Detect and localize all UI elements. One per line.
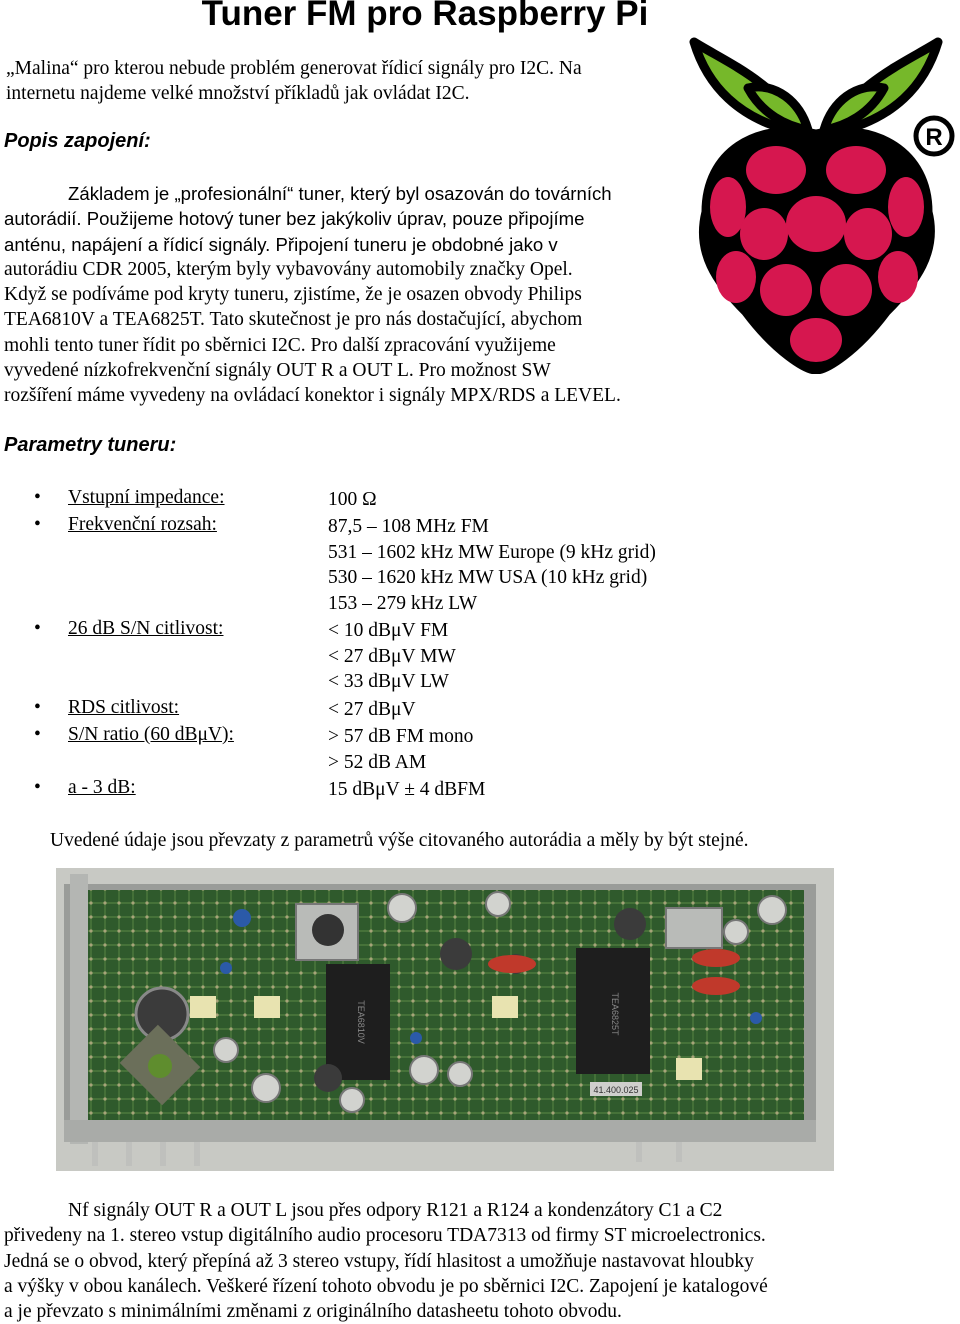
bullet-icon: • [34, 487, 41, 508]
param-value: 87,5 – 108 MHz FM [328, 516, 489, 537]
param-row: • Frekvenční rozsah: 87,5 – 108 MHz FM 5… [0, 514, 960, 614]
param-label: a - 3 dB: [68, 777, 136, 798]
wiring-line: mohli tento tuner řídit po sběrnici I2C.… [4, 334, 556, 356]
wiring-line: vyvedené nízkofrekvenční signály OUT R a… [4, 360, 551, 382]
param-value: > 57 dB FM mono [328, 726, 474, 747]
closing-line: přivedeny na 1. stereo vstup digitálního… [4, 1225, 766, 1247]
svg-text:R: R [925, 124, 942, 151]
bullet-icon: • [34, 618, 41, 639]
intro-paragraph: „Malina“ pro kterou nebude problém gener… [6, 56, 582, 107]
param-row: • Vstupní impedance: 100 Ω [0, 487, 960, 513]
bullet-icon: • [34, 697, 41, 718]
param-value: 531 – 1602 kHz MW Europe (9 kHz grid) [328, 541, 656, 563]
chip2-label: TEA6825T [610, 992, 620, 1036]
param-value: < 27 dBμV [328, 699, 416, 720]
wiring-line: autorádiu CDR 2005, kterým byly vybavová… [4, 258, 573, 280]
closing-line: Nf signály OUT R a OUT L jsou přes odpor… [68, 1200, 723, 1221]
param-value: < 27 dBμV MW [328, 645, 456, 667]
closing-line: a výšky v obou kanálech. Veškeré řízení … [4, 1275, 768, 1297]
chip1-label: TEA6810V [356, 1000, 366, 1044]
param-row: • RDS citlivost: < 27 dBμV [0, 697, 960, 723]
params-note: Uvedené údaje jsou převzaty z parametrů … [50, 830, 749, 851]
tuner-pcb-photo: TEA6810V TEA6825T 41.400.025 [56, 868, 834, 1171]
bullet-icon: • [34, 777, 41, 798]
param-label: 26 dB S/N citlivost: [68, 618, 224, 639]
wiring-paragraph: Základem je „profesionální“ tuner, který… [4, 181, 621, 409]
param-value: 530 – 1620 kHz MW USA (10 kHz grid) [328, 567, 648, 589]
intro-line: „Malina“ pro kterou nebude problém gener… [6, 58, 582, 79]
params-heading: Parametry tuneru: [4, 434, 177, 456]
tuner-pcb-image: TEA6810V TEA6825T 41.400.025 [56, 868, 834, 1171]
param-label: Frekvenční rozsah: [68, 514, 217, 535]
closing-line: a je převzato s minimálními změnami z or… [4, 1301, 622, 1323]
closing-paragraph: Nf signály OUT R a OUT L jsou přes odpor… [4, 1198, 768, 1324]
crystal-label: 41.400.025 [593, 1085, 638, 1095]
param-row: • 26 dB S/N citlivost: < 10 dBμV FM < 27… [0, 618, 960, 692]
param-value: 153 – 279 kHz LW [328, 592, 478, 614]
intro-line: internetu najdeme velké množství příklad… [6, 83, 470, 105]
wiring-line: autorádií. Použijeme hotový tuner bez ja… [4, 208, 585, 230]
bullet-icon: • [34, 724, 41, 745]
param-label: Vstupní impedance: [68, 487, 225, 508]
raspberry-logo-icon: R [689, 37, 955, 375]
wiring-line: anténu, napájení a řídicí signály. Připo… [4, 233, 558, 255]
param-value: > 52 dB AM [328, 751, 427, 773]
wiring-line: Když se podíváme pod kryty tuneru, zjist… [4, 284, 582, 306]
param-value: < 10 dBμV FM [328, 620, 449, 641]
raspberry-pi-logo: R [676, 22, 960, 375]
param-row: • a - 3 dB: 15 dBμV ± 4 dBFM [0, 777, 960, 803]
param-label: RDS citlivost: [68, 697, 180, 718]
param-value: 15 dBμV ± 4 dBFM [328, 779, 486, 800]
closing-line: Jedná se o obvod, který přepíná až 3 ste… [4, 1250, 754, 1272]
wiring-heading: Popis zapojení: [4, 130, 151, 152]
wiring-line: TEA6810V a TEA6825T. Tato skutečnost je … [4, 309, 583, 331]
param-row: • S/N ratio (60 dBμV): > 57 dB FM mono >… [0, 724, 960, 773]
bullet-icon: • [34, 514, 41, 535]
page-title: Tuner FM pro Raspberry Pi [201, 0, 649, 33]
param-label: S/N ratio (60 dBμV): [68, 724, 234, 745]
wiring-line: rozšíření máme vyvedeny na ovládací kone… [4, 385, 621, 407]
wiring-line: Základem je „profesionální“ tuner, který… [68, 183, 612, 204]
param-value: < 33 dBμV LW [328, 671, 449, 693]
param-value: 100 Ω [328, 489, 377, 510]
